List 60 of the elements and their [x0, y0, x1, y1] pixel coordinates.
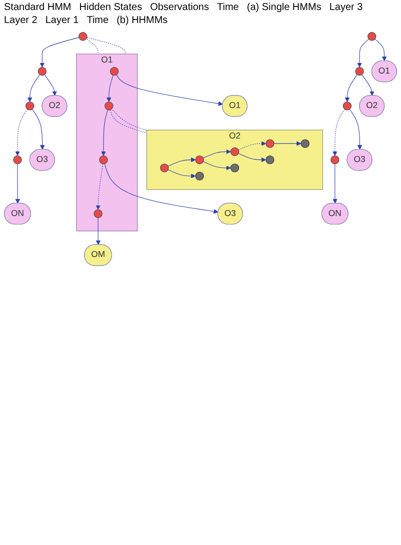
node-circle: [104, 102, 114, 110]
arrow: [203, 149, 231, 158]
node-circle: [195, 155, 204, 164]
node-circle: [300, 139, 310, 148]
arrow: [332, 164, 338, 204]
diagram-label: Time: [86, 15, 109, 26]
arrow: [96, 164, 104, 210]
arrow: [27, 74, 40, 102]
arrow: [15, 108, 28, 156]
diagram-label: Time: [217, 2, 239, 13]
arrow: [203, 161, 231, 170]
node-circle: [38, 66, 46, 76]
arrow: [101, 110, 108, 156]
node-circle: [355, 66, 364, 76]
node-circle: [110, 66, 119, 76]
arrow: [332, 108, 346, 156]
node-circle: [26, 102, 34, 110]
arrow: [44, 74, 57, 96]
arrow: [238, 141, 266, 150]
arrow: [116, 74, 223, 106]
node-circle: [230, 164, 240, 172]
diagram-label: Standard HMM: [4, 2, 72, 13]
diagram-label: (a) Single HMMs: [246, 2, 322, 13]
arrow: [15, 164, 20, 204]
arrow: [96, 217, 101, 245]
node-circle: [368, 32, 376, 41]
arrow: [238, 153, 266, 162]
connector: [86, 39, 98, 54]
node-circle: [99, 155, 108, 164]
diagram-label: Hidden States: [79, 2, 142, 13]
node-circle: [94, 209, 102, 218]
node-circle: [330, 155, 340, 164]
cluster: O2: [146, 130, 323, 190]
diagram-label: Layer 1: [45, 15, 79, 26]
diagram-label: Layer 2: [4, 15, 38, 26]
node-circle: [342, 102, 352, 110]
arrow: [104, 163, 218, 214]
diagram-label: Layer 3: [329, 2, 363, 13]
cluster: O1: [76, 54, 138, 232]
arrow: [32, 108, 45, 150]
arrow: [168, 157, 196, 166]
connector: [86, 37, 126, 54]
node-circle: [78, 32, 88, 41]
diagram-label: Observations: [150, 2, 209, 13]
diagram-label: (b) HHMMs: [116, 15, 168, 26]
node-circle: [13, 155, 22, 164]
arrow: [344, 74, 358, 102]
node-circle: [160, 164, 169, 172]
node-circle: [266, 139, 274, 148]
arrow: [374, 38, 387, 62]
arrow: [40, 37, 80, 68]
arrow: [357, 38, 370, 68]
node-circle: [230, 147, 240, 156]
node-circle: [195, 172, 204, 180]
arrow: [274, 141, 302, 146]
arrow: [168, 169, 196, 178]
arrow: [362, 74, 374, 96]
arrow: [349, 108, 362, 150]
arrow: [106, 74, 114, 102]
node-circle: [266, 155, 274, 164]
